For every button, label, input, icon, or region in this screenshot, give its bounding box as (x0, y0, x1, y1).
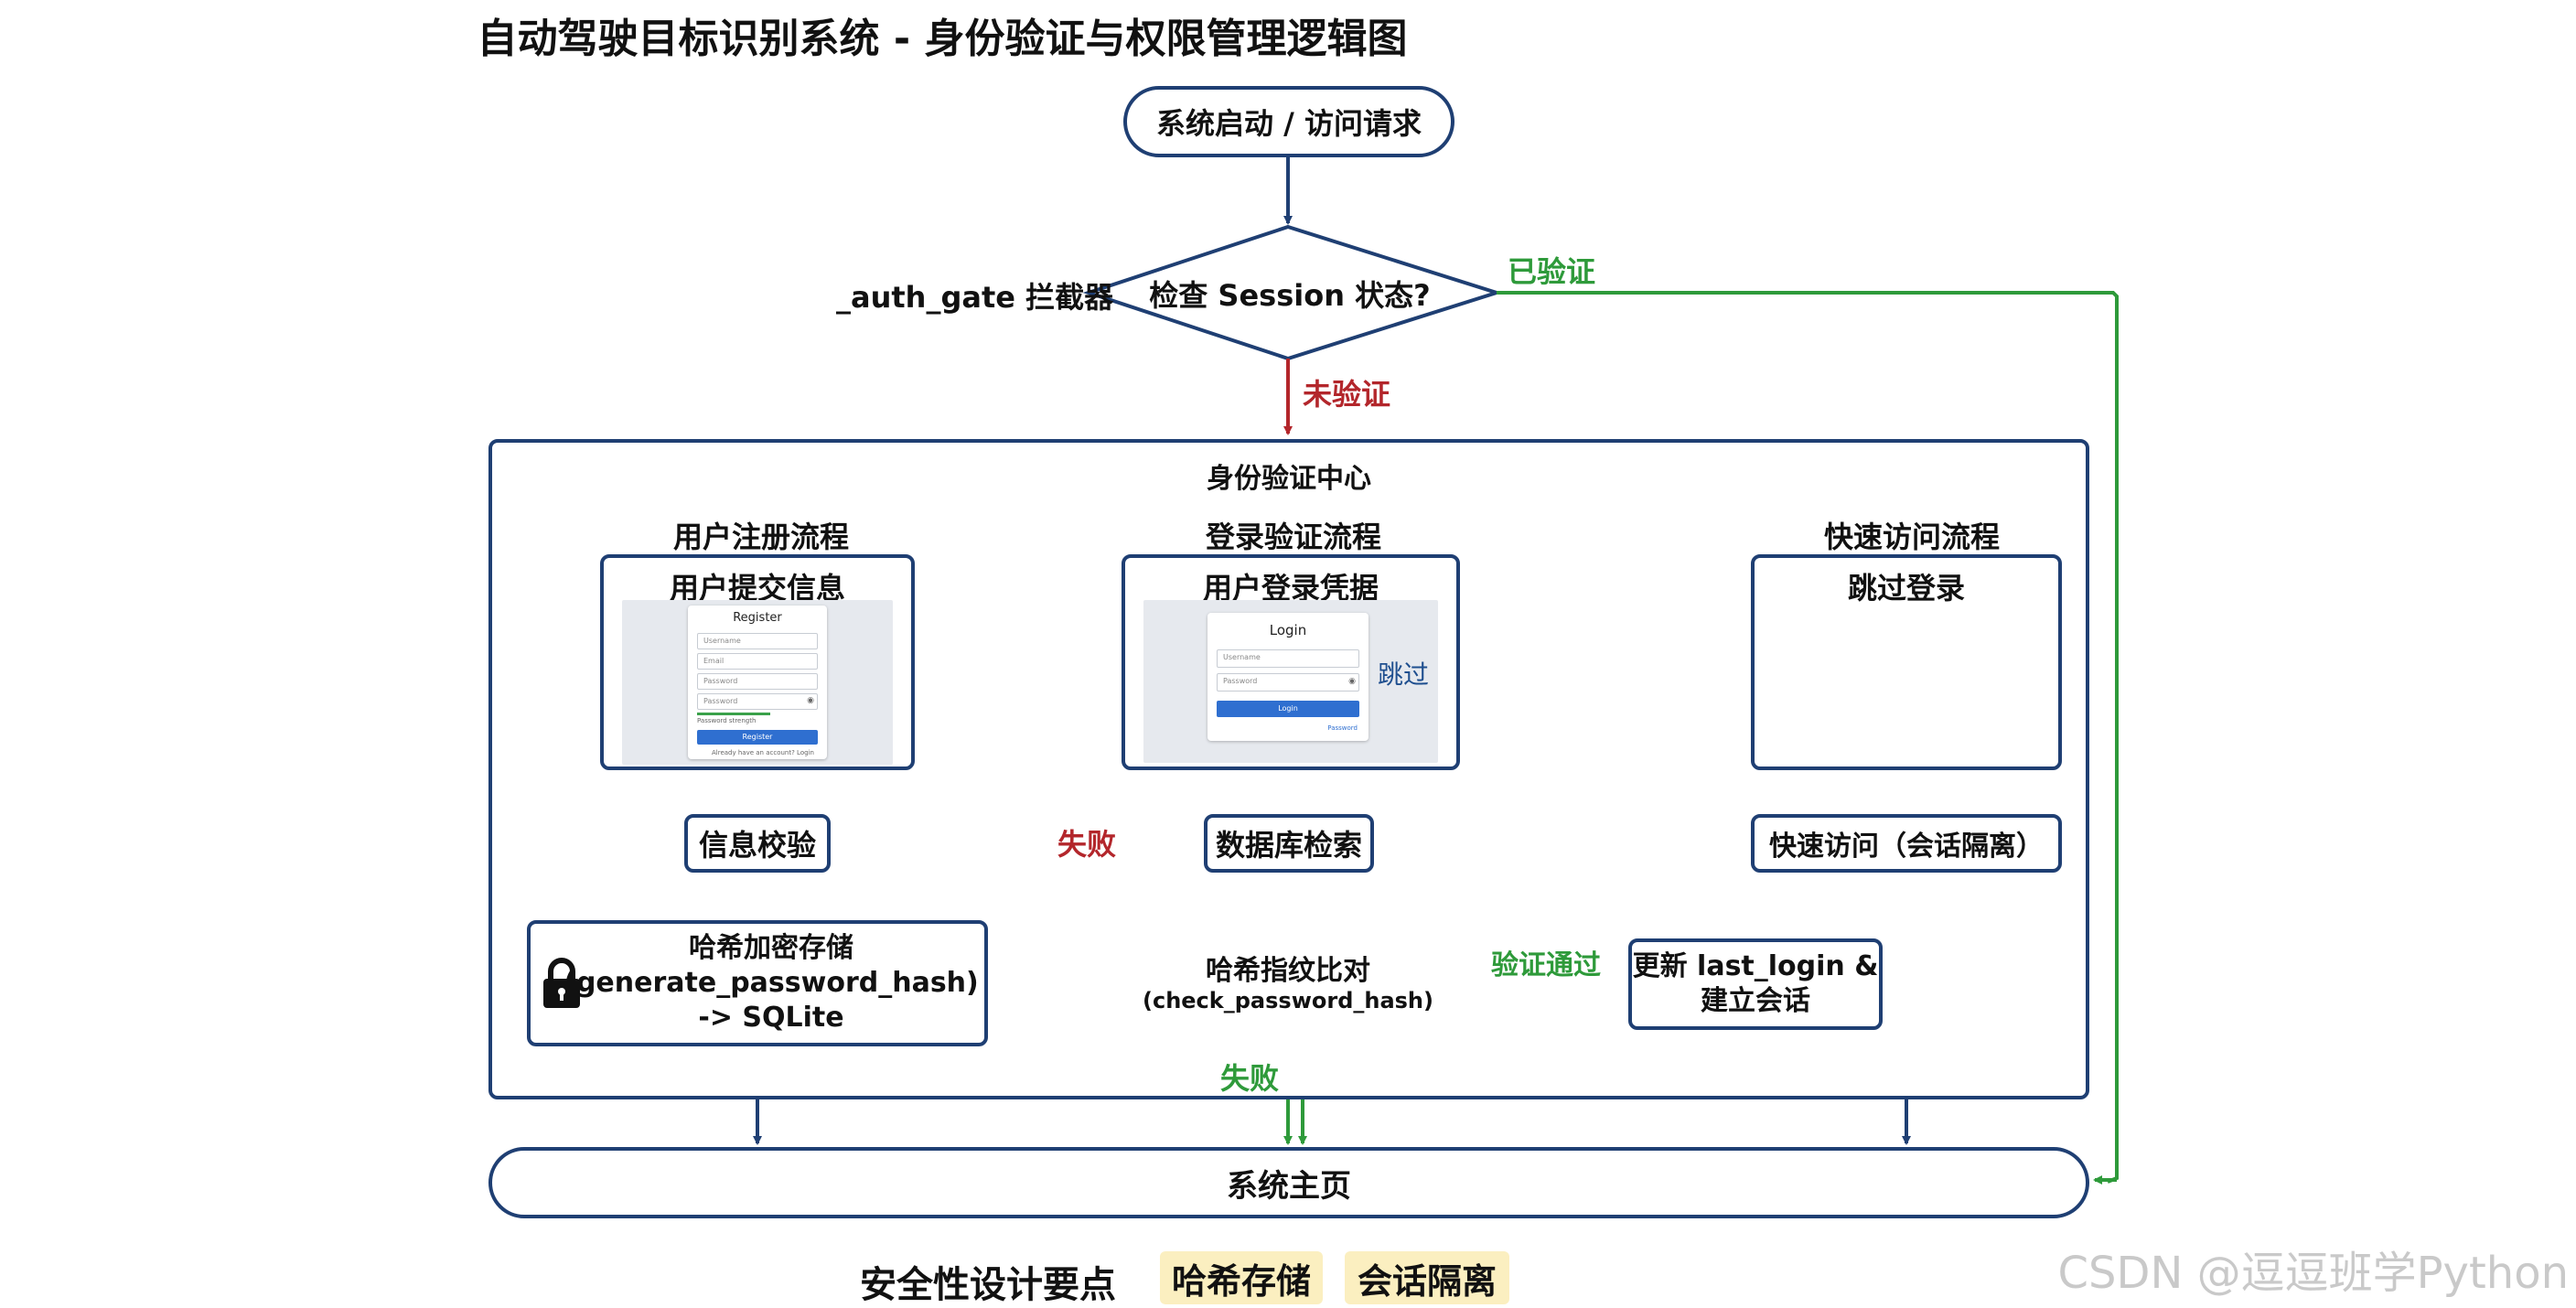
page-title: 自动驾驶目标识别系统 - 身份验证与权限管理逻辑图 (477, 16, 1408, 62)
validate-box: 信息校验 (684, 814, 831, 873)
register-submit-button[interactable]: Register (697, 730, 818, 745)
verified-edge-label: 已验证 (1508, 254, 1596, 289)
update-session-box: 更新 last_login & 建立会话 (1628, 938, 1883, 1030)
lock-icon (543, 958, 580, 1008)
login-password-input[interactable]: Password (1217, 673, 1359, 692)
password-strength-bar (697, 713, 770, 715)
login-submit-button[interactable]: Login (1217, 701, 1359, 717)
quick-flow-header: 快速访问流程 (1824, 520, 2001, 554)
hash-store-box: 哈希加密存储 (generate_password_hash) -> SQLit… (527, 920, 988, 1046)
register-submit-label: 用户提交信息 (669, 571, 845, 606)
quick-access-box: 快速访问（会话隔离） (1751, 814, 2062, 873)
auth-center-title: 身份验证中心 (1207, 463, 1371, 495)
db-lookup-box: 数据库检索 (1204, 814, 1374, 873)
register-flow-header: 用户注册流程 (673, 520, 850, 554)
login-form-card: Login Username Password ◉ Login Password (1208, 613, 1368, 741)
check-session-decision: 检查 Session 状态? (1149, 278, 1431, 313)
login-creds-label: 用户登录凭据 (1202, 571, 1379, 606)
hash-compare-decision: 哈希指纹比对 (check_password_hash) (1131, 948, 1445, 1013)
tag-session-isolation: 会话隔离 (1345, 1251, 1509, 1304)
hash-store-line3: -> SQLite (698, 1002, 844, 1034)
register-form-title: Register (733, 611, 782, 625)
login-username-input[interactable]: Username (1217, 649, 1359, 668)
register-password-input[interactable]: Password (697, 673, 818, 690)
tag-hash-storage: 哈希存储 (1160, 1251, 1323, 1304)
skip-login-label: 跳过登录 (1847, 571, 1965, 606)
pass-edge-label: 验证通过 (1491, 949, 1601, 981)
login-flow-header: 登录验证流程 (1206, 520, 1382, 554)
fail-left-edge-label: 失败 (1057, 827, 1117, 862)
login-form-screenshot: Login Username Password ◉ Login Password (1143, 600, 1438, 763)
hash-store-line2: (generate_password_hash) (564, 967, 979, 999)
start-node: 系统启动 / 访问请求 (1123, 86, 1454, 157)
unverified-edge-label: 未验证 (1303, 377, 1391, 412)
hash-compare-line2: (check_password_hash) (1143, 988, 1433, 1013)
security-heading: 安全性设计要点 (860, 1264, 1116, 1306)
register-form-screenshot: Register Username Email Password Passwor… (622, 600, 893, 765)
register-username-input[interactable]: Username (697, 633, 818, 649)
update-line1: 更新 last_login & (1632, 950, 1879, 982)
hash-compare-line1: 哈希指纹比对 (1206, 955, 1370, 987)
watermark-text: CSDN @逗逗班学Python (2057, 1248, 2570, 1299)
update-line2: 建立会话 (1701, 985, 1810, 1017)
register-email-input[interactable]: Email (697, 653, 818, 670)
skip-label[interactable]: 跳过 (1378, 659, 1430, 690)
register-form-card: Register Username Email Password Passwor… (688, 606, 827, 759)
password-strength-label: Password strength (697, 717, 757, 724)
fail-bottom-edge-label: 失败 (1220, 1061, 1280, 1096)
register-password-confirm-input[interactable]: Password (697, 693, 818, 710)
skip-login-box: 跳过登录 (1751, 554, 2062, 770)
forgot-password-link[interactable]: Password (1327, 724, 1358, 732)
login-form-title: Login (1269, 622, 1307, 638)
home-node: 系统主页 (488, 1147, 2089, 1218)
auth-gate-label: _auth_gate 拦截器 (836, 280, 1114, 315)
hash-store-line1: 哈希加密存储 (689, 932, 853, 964)
eye-icon[interactable]: ◉ (1348, 677, 1356, 686)
register-login-link[interactable]: Already have an account? Login (712, 749, 814, 756)
eye-icon[interactable]: ◉ (807, 696, 814, 705)
